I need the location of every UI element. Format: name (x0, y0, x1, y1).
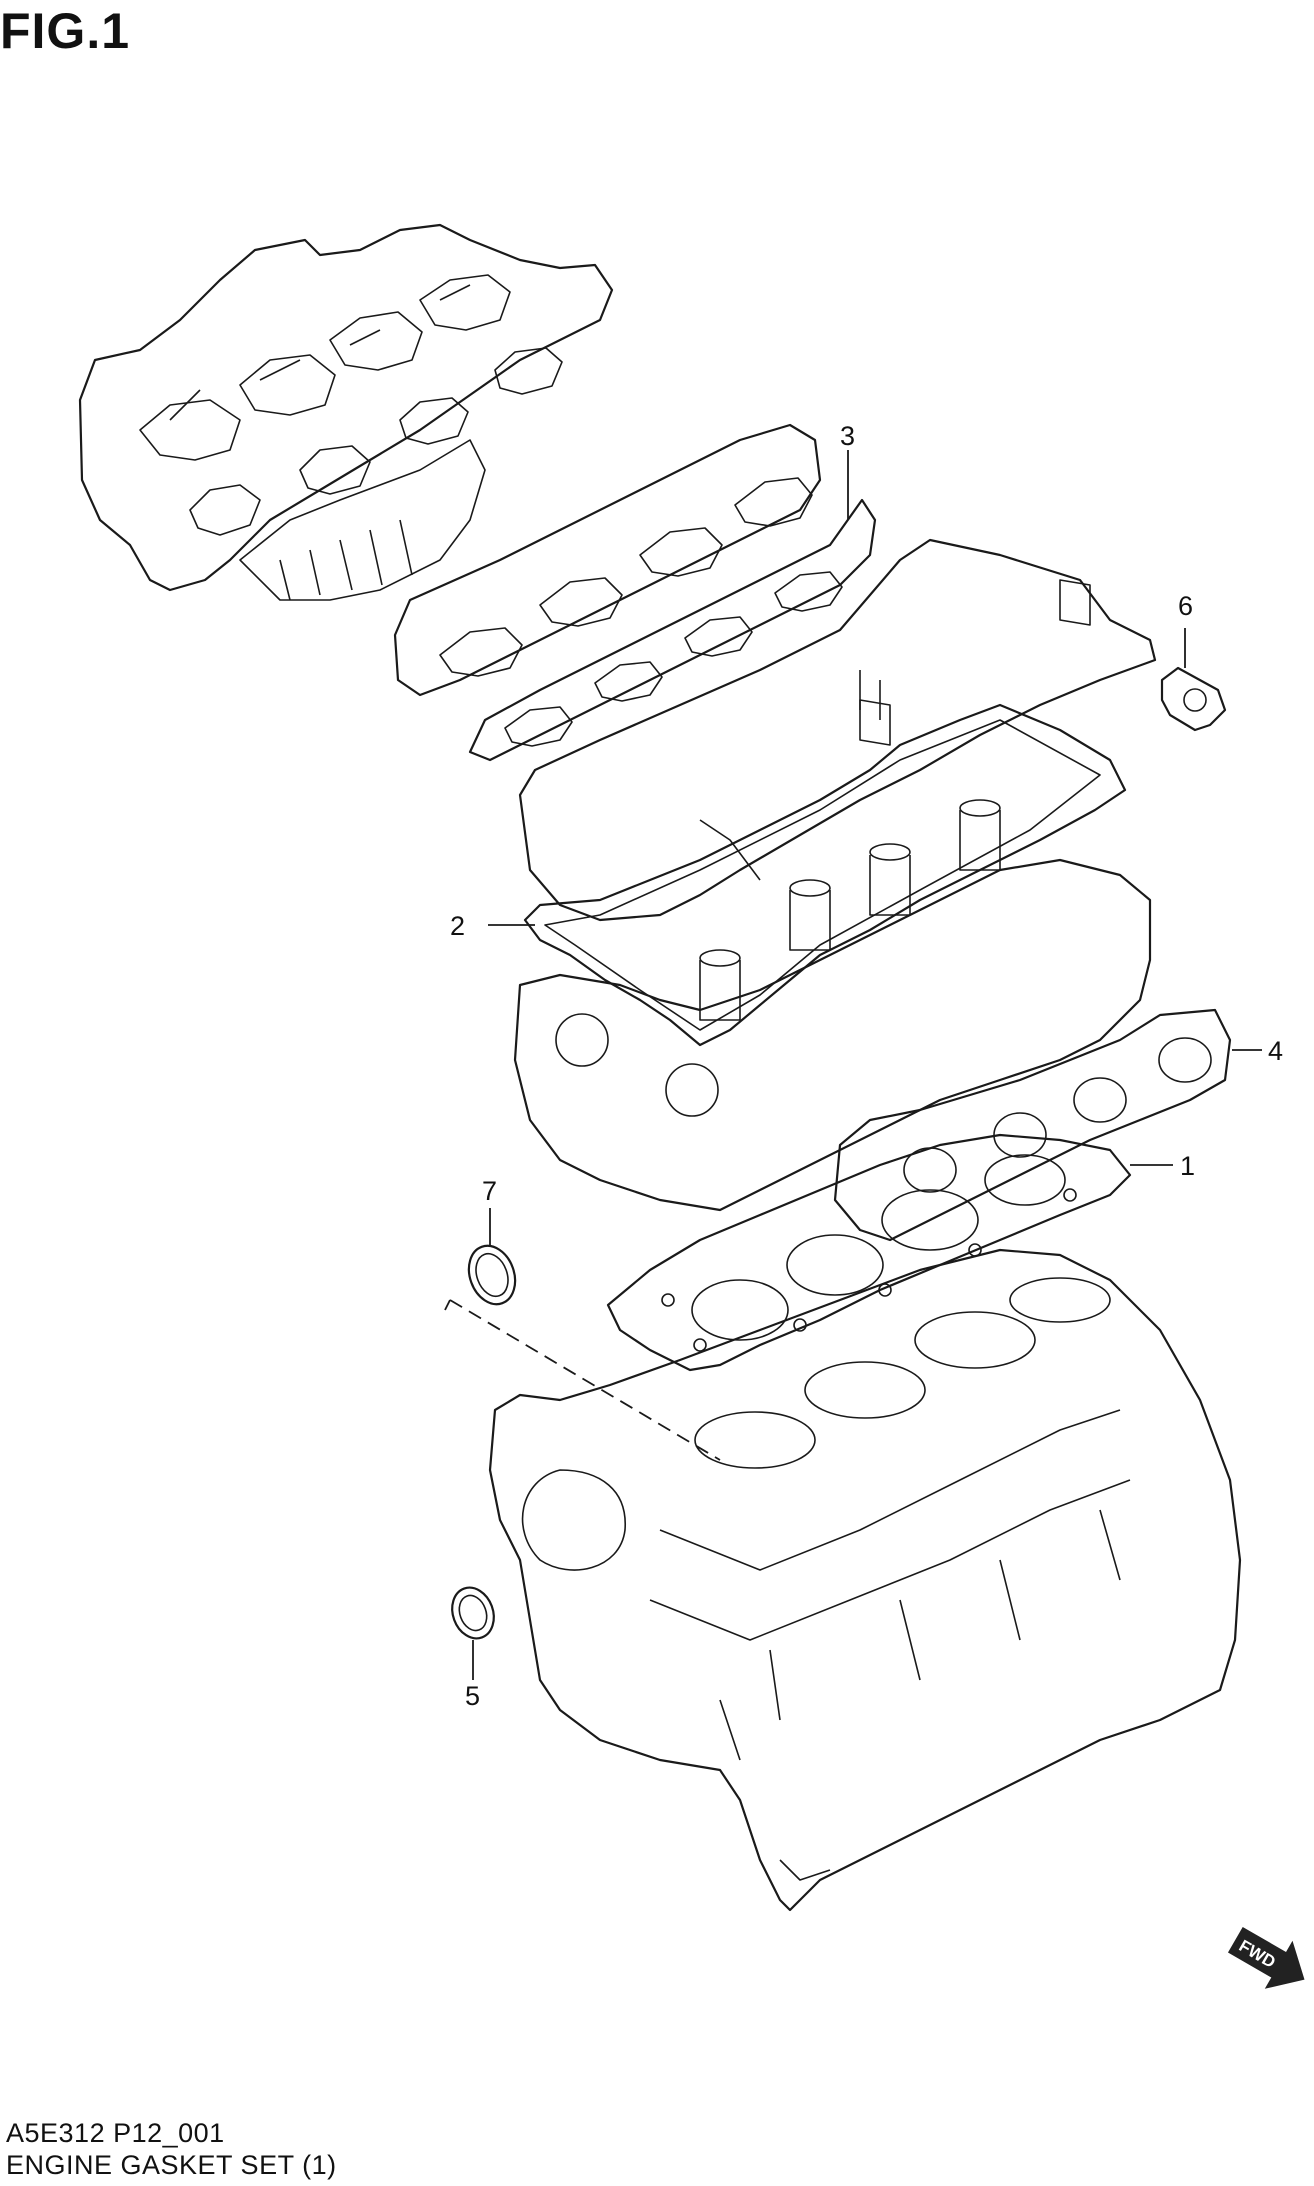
intake-flange (393, 423, 822, 697)
cylinder-head-cover (518, 538, 1157, 922)
callout-2: 2 (450, 911, 465, 941)
callout-4: 4 (1268, 1036, 1283, 1066)
callout-1: 1 (1180, 1151, 1195, 1181)
o-ring-7 (467, 1244, 517, 1306)
callout-3: 3 (840, 421, 855, 451)
o-ring-5 (451, 1586, 495, 1640)
head-cover-gasket (523, 703, 1127, 1047)
cylinder-block (488, 1248, 1242, 1912)
callout-5: 5 (465, 1681, 480, 1711)
callout-6: 6 (1178, 591, 1193, 621)
diagram-name: ENGINE GASKET SET (1) (6, 2150, 337, 2180)
alignment-dash-line (449, 1299, 721, 1461)
intake-manifold-gasket (468, 498, 877, 762)
callout-7: 7 (482, 1176, 497, 1206)
cylinder-head-gasket (606, 1133, 1132, 1372)
leader-lines (472, 450, 1262, 1680)
fwd-arrow-icon: FWD (1227, 1926, 1305, 1989)
intake-manifold (78, 223, 614, 601)
diagram-code: A5E312 P12_001 (6, 2118, 225, 2148)
cylinder-head (513, 699, 1152, 1212)
figure-title: FIG.1 (0, 3, 131, 59)
exhaust-manifold-gasket (833, 1008, 1232, 1242)
water-outlet-gasket (1160, 666, 1227, 732)
